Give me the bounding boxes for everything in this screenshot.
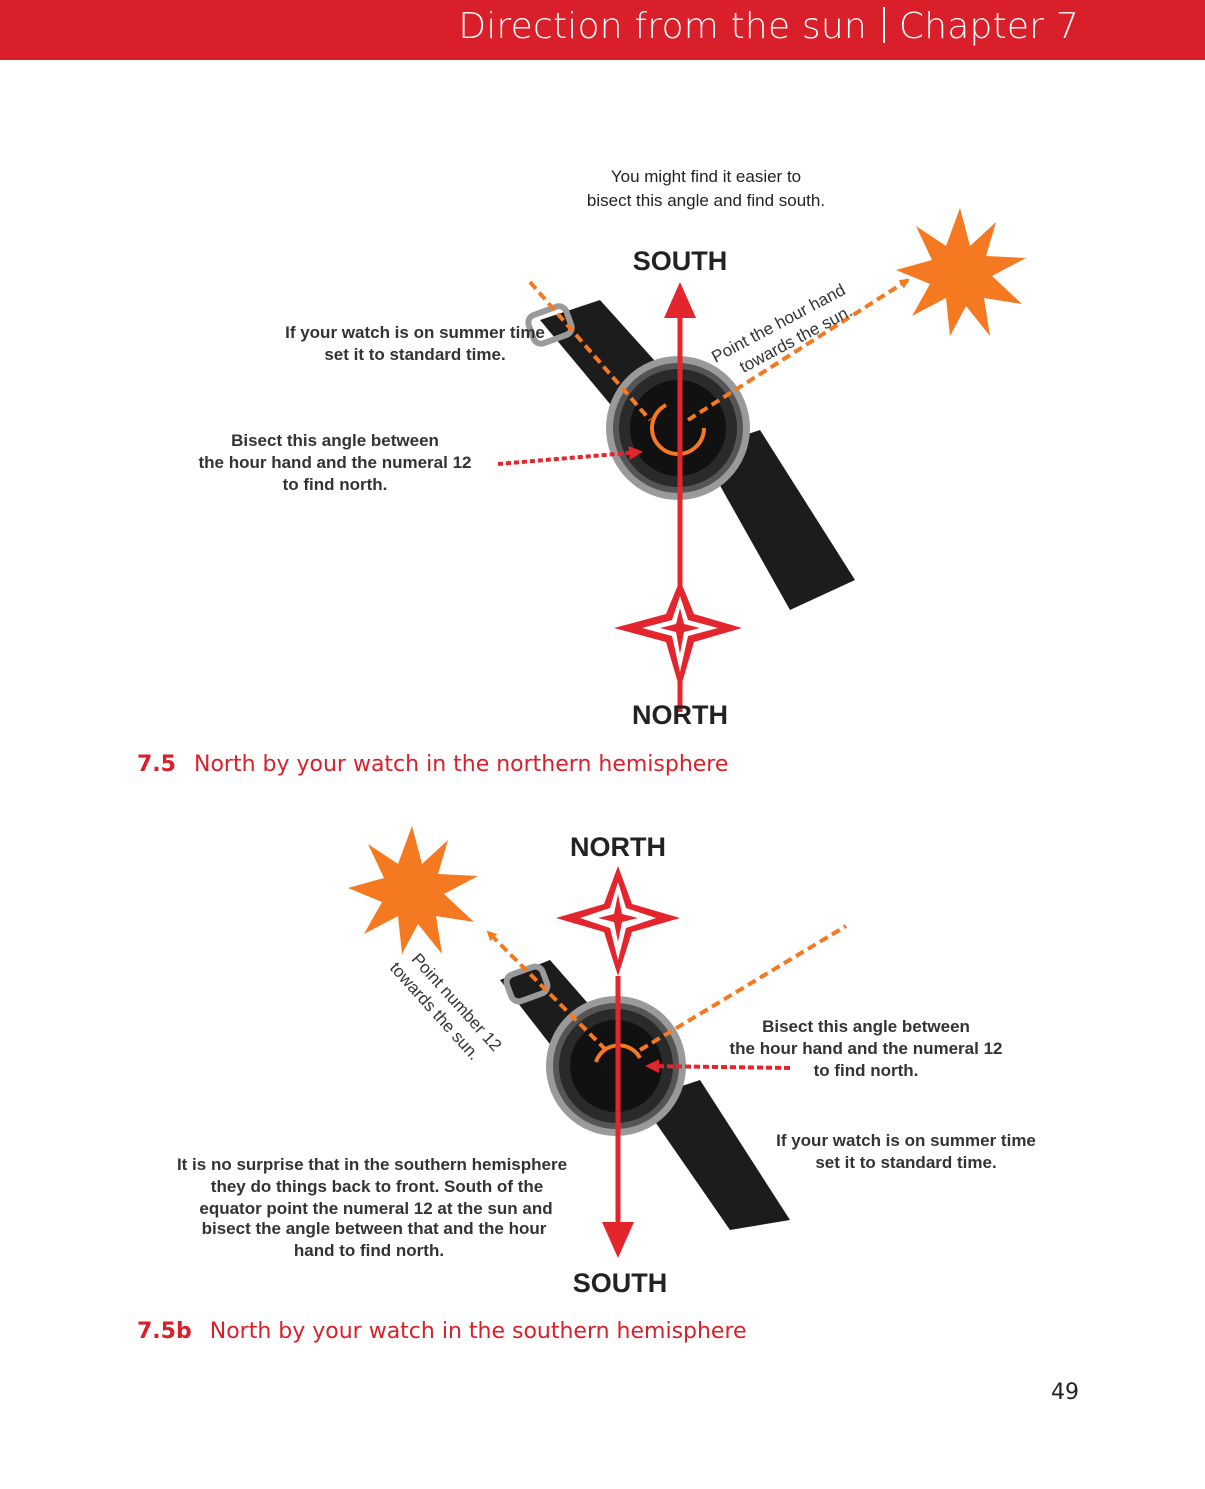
summer2-line2: set it to standard time. (815, 1153, 996, 1172)
hand-bisect-line (528, 280, 652, 422)
south-arrowhead-2 (602, 1222, 634, 1258)
tip-text-line2: bisect this angle and find south. (587, 191, 825, 210)
south-hemi-line3: equator point the numeral 12 at the sun … (199, 1199, 552, 1218)
header-title: Direction from the sun Chapter 7 (458, 6, 1079, 47)
summer2-line1: If your watch is on summer time (776, 1131, 1036, 1150)
sun-icon (896, 208, 1026, 336)
page-number: 49 (1051, 1380, 1079, 1405)
south-arrowhead (664, 282, 696, 318)
bisect2-text-line1: Bisect this angle between (762, 1017, 970, 1036)
south-hemi-line1: It is no surprise that in the southern h… (177, 1155, 567, 1174)
figure-number: 7.5 (137, 752, 176, 777)
bisect-text-line2: the hour hand and the numeral 12 (199, 453, 472, 472)
north-label-2: NORTH (570, 832, 666, 862)
summer-time-line2: set it to standard time. (324, 345, 505, 364)
south-hemi-line4: bisect the angle between that and the ho… (202, 1219, 547, 1238)
figure-caption-text: North by your watch in the northern hemi… (193, 752, 729, 777)
south-label-2: SOUTH (573, 1268, 668, 1298)
tip-text-line1: You might find it easier to (611, 167, 801, 186)
figure-caption-2: 7.5b North by your watch in the southern … (137, 1319, 747, 1344)
header-chapter: Chapter 7 (898, 6, 1079, 47)
header-section: Direction from the sun (458, 6, 867, 47)
hand-line-2 (638, 924, 848, 1052)
bisect-text-line1: Bisect this angle between (231, 431, 439, 450)
chapter-header: Direction from the sun Chapter 7 (0, 0, 1205, 60)
summer-time-line1: If your watch is on summer time (285, 323, 545, 342)
sun-icon-2 (348, 826, 478, 954)
north-label: NORTH (632, 700, 728, 730)
figure-number-2: 7.5b (137, 1319, 192, 1344)
bisect-pointer-arrow-2 (645, 1059, 791, 1074)
south-label: SOUTH (633, 246, 728, 276)
figure-caption-text-2: North by your watch in the southern hemi… (209, 1319, 747, 1344)
south-hemi-line2: they do things back to front. South of t… (211, 1177, 543, 1196)
bisect-text-line3: to find north. (283, 475, 388, 494)
compass-star-icon-1 (614, 580, 742, 690)
south-hemi-line5: hand to find north. (294, 1241, 444, 1260)
hour-hand-line (686, 278, 910, 422)
bisect2-text-line2: the hour hand and the numeral 12 (730, 1039, 1003, 1058)
figure-caption-1: 7.5 North by your watch in the northern h… (137, 752, 728, 777)
compass-star-icon-2 (556, 866, 680, 976)
bisect2-text-line3: to find north. (814, 1061, 919, 1080)
watch-2 (500, 960, 790, 1230)
header-divider (882, 7, 885, 43)
